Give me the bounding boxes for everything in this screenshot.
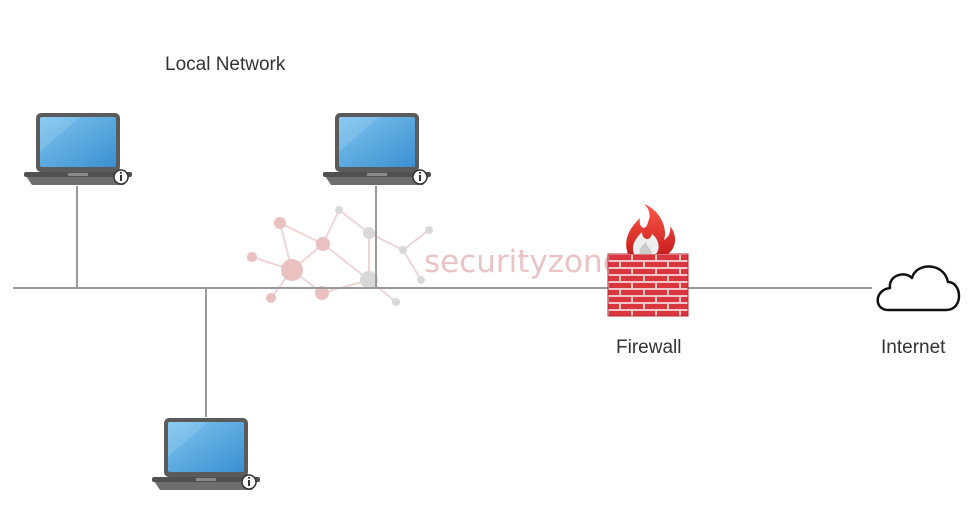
diagram-title: Local Network xyxy=(165,54,286,75)
laptop-3 xyxy=(152,417,260,491)
laptop-2 xyxy=(323,112,431,186)
internet-label: Internet xyxy=(881,337,946,358)
laptop-icon xyxy=(24,112,132,186)
laptop-1 xyxy=(24,112,132,186)
laptop-icon xyxy=(152,417,260,491)
watermark-logo xyxy=(247,206,433,306)
network-links xyxy=(13,186,872,417)
firewall-label: Firewall xyxy=(616,337,682,358)
firewall-icon xyxy=(607,204,689,317)
cloud-icon xyxy=(876,265,961,312)
laptop-icon xyxy=(323,112,431,186)
